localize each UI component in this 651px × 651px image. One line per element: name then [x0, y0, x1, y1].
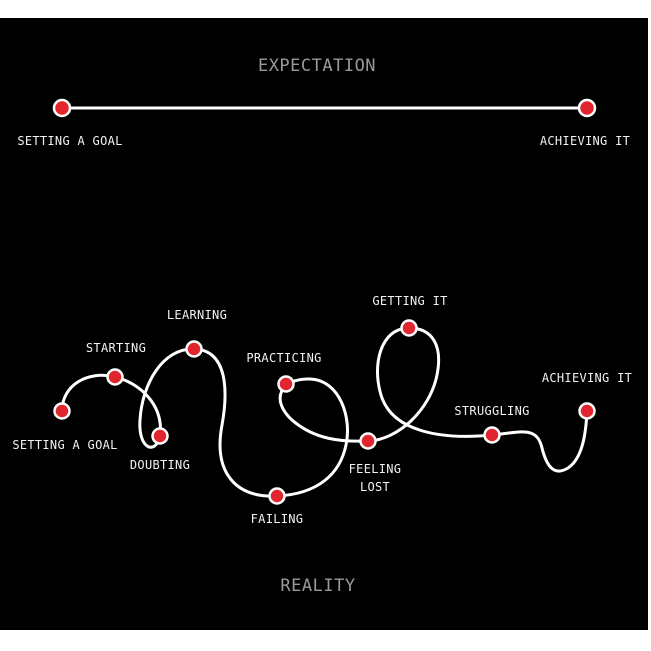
expectation-end-node — [577, 98, 597, 118]
node-learning — [185, 340, 203, 358]
node-failing — [268, 487, 286, 505]
node-achieving-it — [578, 402, 596, 420]
reality-path — [60, 326, 589, 498]
label-feeling-lost-line2: LOST — [360, 480, 390, 494]
node-struggling — [483, 426, 501, 444]
node-setting-a-goal — [53, 402, 71, 420]
label-setting-a-goal: SETTING A GOAL — [12, 438, 117, 452]
node-practicing — [277, 375, 295, 393]
label-struggling: STRUGGLING — [454, 404, 529, 418]
expectation-end-label: ACHIEVING IT — [540, 134, 630, 148]
label-achieving-it: ACHIEVING IT — [542, 371, 632, 385]
label-starting: STARTING — [86, 341, 146, 355]
node-doubting — [151, 427, 169, 445]
reality-heading: REALITY — [280, 576, 355, 596]
label-learning: LEARNING — [167, 308, 227, 322]
node-starting — [106, 368, 124, 386]
expectation-start-node — [52, 98, 72, 118]
label-getting-it: GETTING IT — [372, 294, 447, 308]
node-getting-it — [400, 319, 418, 337]
label-failing: FAILING — [251, 512, 304, 526]
label-doubting: DOUBTING — [130, 458, 190, 472]
diagram-canvas — [0, 18, 648, 630]
expectation-start-label: SETTING A GOAL — [17, 134, 122, 148]
node-feeling-lost — [359, 432, 377, 450]
label-practicing: PRACTICING — [246, 351, 321, 365]
expectation-heading: EXPECTATION — [258, 56, 376, 76]
label-feeling-lost-line1: FEELING — [349, 462, 402, 476]
